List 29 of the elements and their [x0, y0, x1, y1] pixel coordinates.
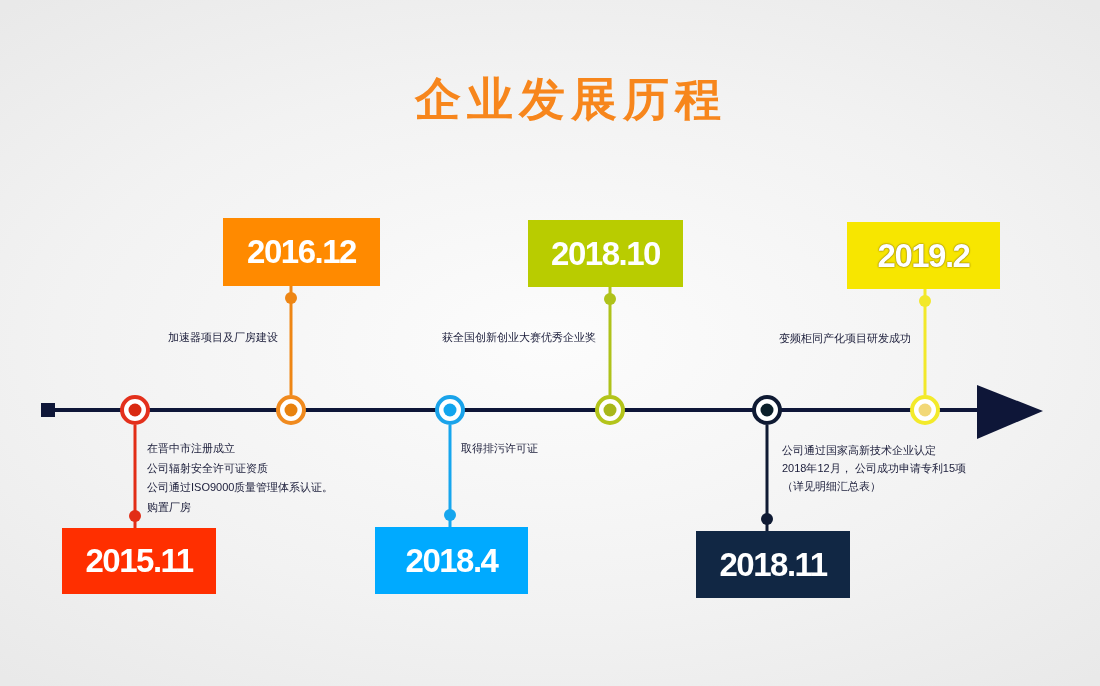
connector-line: [285, 286, 297, 395]
title: 企业发展历程: [414, 72, 727, 127]
date-box: 2015.11: [62, 528, 216, 594]
milestone-circle: [752, 395, 782, 425]
connector-line: [761, 425, 773, 531]
connector-line: [604, 287, 616, 395]
event-text: 公司辐射安全许可证资质: [147, 460, 268, 476]
connector-line: [444, 425, 456, 527]
date-box: 2018.4: [375, 527, 528, 594]
date-box: 2018.10: [528, 220, 683, 287]
event-text: 取得排污许可证: [461, 441, 538, 456]
event-text: 公司通过ISO9000质量管理体系认证。: [147, 480, 334, 496]
event-text: 在晋中市注册成立: [147, 441, 235, 456]
milestone-circle: [120, 395, 150, 425]
event-text: 获全国创新创业大赛优秀企业奖: [442, 330, 596, 345]
event-text: 变频柜同产化项目研发成功: [779, 331, 911, 346]
event-text: 公司通过国家高新技术企业认定: [782, 443, 936, 458]
connector-line: [129, 425, 141, 528]
milestone-circle: [910, 395, 940, 425]
connector-line: [919, 289, 931, 395]
milestone-circle: [595, 395, 625, 425]
milestone-circle: [276, 395, 306, 425]
date-box: 2019.2: [847, 222, 1000, 289]
event-text: 2018年12月， 公司成功申请专利15项（详见明细汇总表）: [782, 461, 967, 494]
event-text: 购置厂房: [147, 499, 191, 515]
milestone-circle: [435, 395, 465, 425]
date-box: 2016.12: [223, 218, 380, 286]
event-text: 加速器项目及厂房建设: [168, 330, 278, 345]
date-box: 2018.11: [696, 531, 850, 598]
